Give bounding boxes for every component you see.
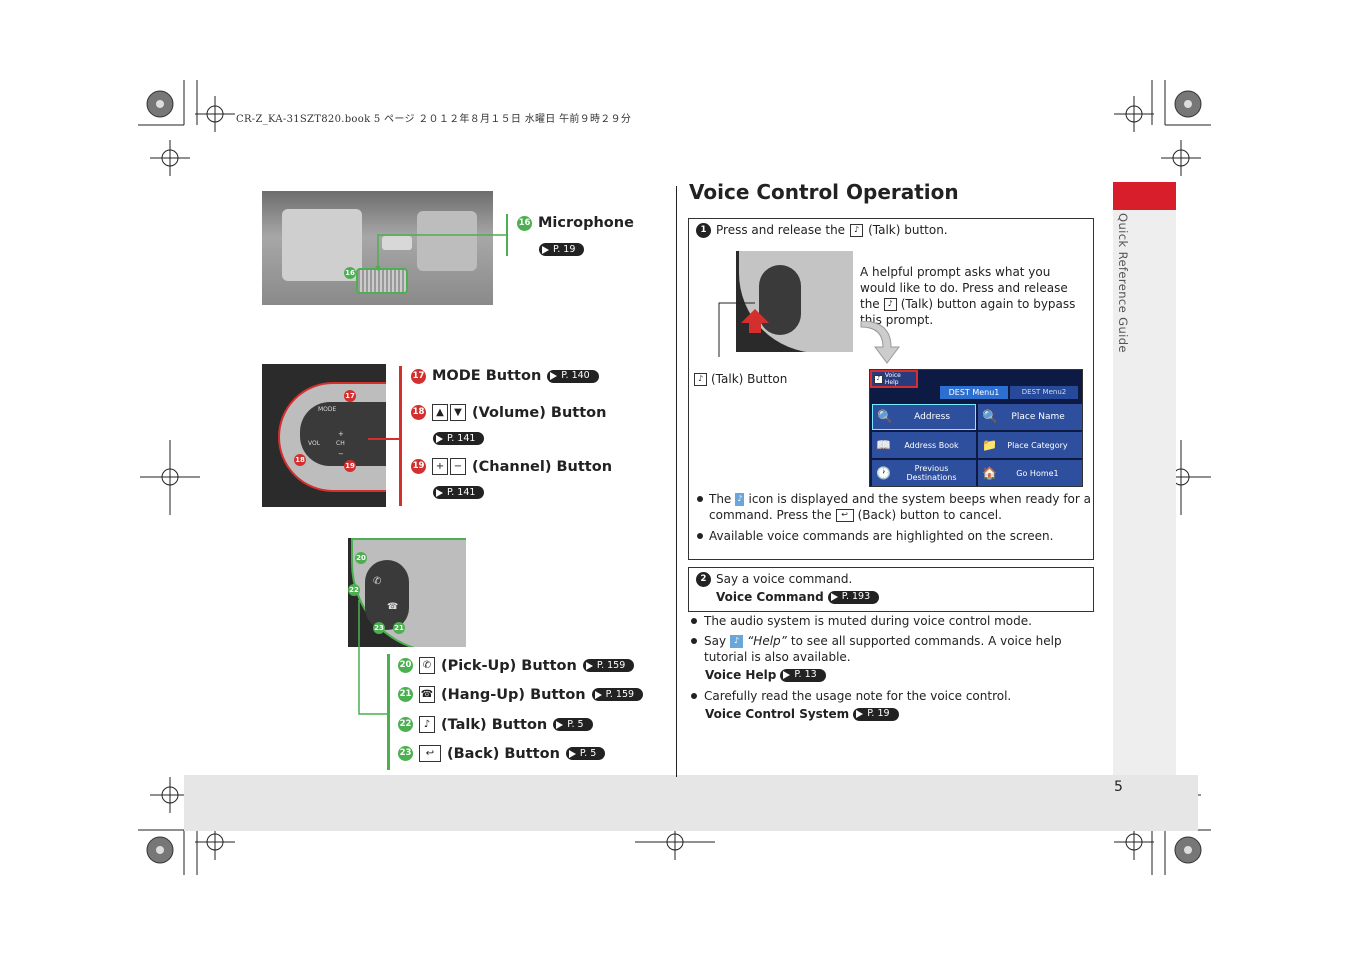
voice-command-link[interactable]: Voice Command P. 193 — [716, 589, 880, 605]
note-help: Say ♪ “Help” to see all supported comman… — [704, 634, 1062, 664]
volume-down-icon: ▼ — [450, 404, 466, 421]
pickup-icon: ✆ — [419, 657, 435, 674]
step2-box: 2 Say a voice command. Voice Command P. … — [688, 567, 1094, 612]
press-arrow-icon — [741, 309, 769, 323]
mic-highlight — [356, 268, 408, 294]
steering-left-leader — [368, 438, 400, 440]
steering-right-leader — [358, 600, 390, 715]
talk-button-caption: ♪ (Talk) Button — [694, 371, 787, 387]
talk-button-label: 22 ♪ (Talk) Button P. 5 — [398, 716, 593, 733]
step1-steering-photo — [711, 251, 853, 352]
folder-icon: 📁 — [982, 438, 997, 452]
history-icon: 🕐 — [876, 466, 891, 480]
mic-callout-num: 16 — [344, 267, 356, 279]
back-icon: ↩ — [835, 508, 854, 522]
voice-icon: ♪ — [874, 374, 883, 384]
home-icon: 🏠 — [982, 466, 997, 480]
hangup-button-ref[interactable]: P. 159 — [591, 688, 644, 701]
talk-icon: ♪ — [694, 372, 707, 386]
mode-button-ref[interactable]: P. 140 — [547, 369, 599, 383]
voice-active-icon: ♪ — [735, 492, 745, 506]
note-usage: Carefully read the usage note for the vo… — [704, 689, 1012, 703]
step1-bullet1: The ♪ icon is displayed and the system b… — [709, 492, 1091, 522]
curved-arrow-icon — [860, 321, 900, 364]
microphone-label: 16 Microphone — [517, 215, 634, 231]
steering-right-bar — [387, 654, 390, 770]
mic-leader-line — [375, 234, 507, 271]
steering-left-bar — [399, 366, 402, 506]
microphone-num: 16 — [517, 215, 532, 231]
plus-icon: + — [432, 458, 448, 475]
column-divider — [676, 186, 677, 777]
menu-item-place-category[interactable]: 📁 Place Category — [978, 432, 1082, 458]
menu-item-place-name[interactable]: 🔍 Place Name — [978, 404, 1082, 430]
bullet-dot — [691, 638, 697, 644]
note-muted: The audio system is muted during voice c… — [704, 614, 1032, 628]
volume-button-ref[interactable]: P. 141 — [433, 428, 485, 447]
side-tab-label: Quick Reference Guide — [1116, 213, 1130, 353]
talk-icon: ♪ — [883, 297, 897, 311]
bullet-dot — [697, 533, 703, 539]
steering-left-photo: MODE VOL CH + − 17 18 19 — [262, 364, 386, 507]
microphone-ref[interactable]: P. 19 — [539, 239, 585, 258]
menu-item-previous-destinations[interactable]: 🕐 Previous Destinations — [872, 460, 976, 486]
talk-button-ref[interactable]: P. 5 — [553, 718, 593, 731]
back-button-label: 23 ↩ (Back) Button P. 5 — [398, 745, 606, 762]
pickup-button-ref[interactable]: P. 159 — [582, 659, 635, 672]
step1-box: 1 Press and release the ♪ (Talk) button.… — [688, 218, 1094, 560]
page-number: 5 — [1114, 779, 1123, 795]
nav-screen: ♪ Voice Help DEST Menu1 DEST Menu2 🔍 Add… — [869, 369, 1083, 487]
hangup-button-label: 21 ☎ (Hang-Up) Button P. 159 — [398, 686, 644, 703]
voice-control-system-link[interactable]: Voice Control System P. 19 — [705, 706, 899, 722]
talk-leader-line — [718, 302, 755, 357]
steering-right-photo: ✆ ☎ 20 22 23 21 — [303, 538, 466, 647]
hangup-phone-icon: ☎ — [387, 602, 399, 612]
color-wheel-icon — [146, 90, 1202, 864]
section-title: Voice Control Operation — [689, 180, 959, 204]
tab-dest-menu2[interactable]: DEST Menu2 — [1010, 386, 1078, 399]
book-header: CR-Z_KA-31SZT820.book 5 ページ ２０１２年８月１５日 水… — [236, 114, 632, 125]
menu-item-address[interactable]: 🔍 Address — [872, 404, 976, 430]
hangup-icon: ☎ — [419, 686, 435, 703]
back-icon: ↩ — [419, 745, 441, 762]
magnifier-icon: 🔍 — [877, 409, 894, 425]
menu-item-go-home[interactable]: 🏠 Go Home1 — [978, 460, 1082, 486]
bullet-dot — [691, 693, 697, 699]
mode-button-label: 17 MODE Button P. 140 — [411, 368, 599, 384]
step1-bullet2: Available voice commands are highlighted… — [709, 529, 1054, 543]
step1-header: 1 Press and release the ♪ (Talk) button. — [696, 222, 948, 238]
bottom-band — [184, 775, 1198, 831]
mic-bar — [506, 214, 508, 256]
volume-up-icon: ▲ — [432, 404, 448, 421]
back-button-ref[interactable]: P. 5 — [565, 747, 606, 760]
pickup-button-label: 20 ✆ (Pick-Up) Button P. 159 — [398, 657, 635, 674]
volume-button-label: 18 ▲ ▼ (Volume) Button — [411, 404, 607, 421]
talk-icon: ♪ — [850, 223, 864, 237]
voice-active-icon: ♪ — [730, 634, 744, 648]
minus-icon: − — [450, 458, 466, 475]
talk-icon: ♪ — [419, 716, 435, 733]
magnifier-icon: 🔍 — [982, 409, 999, 425]
tab-dest-menu1[interactable]: DEST Menu1 — [940, 386, 1008, 399]
helpful-prompt-text: A helpful prompt asks what you would lik… — [860, 265, 1076, 327]
voice-help-link[interactable]: Voice Help P. 13 — [705, 667, 826, 683]
channel-button-label: 19 + − (Channel) Button — [411, 458, 613, 475]
voice-badge: ♪ Voice Help — [870, 370, 918, 388]
bullet-dot — [691, 618, 697, 624]
channel-button-ref[interactable]: P. 141 — [433, 482, 485, 501]
side-band — [1113, 182, 1176, 775]
menu-item-address-book[interactable]: 📖 Address Book — [872, 432, 976, 458]
side-tab-accent — [1113, 182, 1176, 210]
book-icon: 📖 — [876, 438, 891, 452]
pickup-phone-icon: ✆ — [373, 576, 382, 587]
bullet-dot — [697, 496, 703, 502]
